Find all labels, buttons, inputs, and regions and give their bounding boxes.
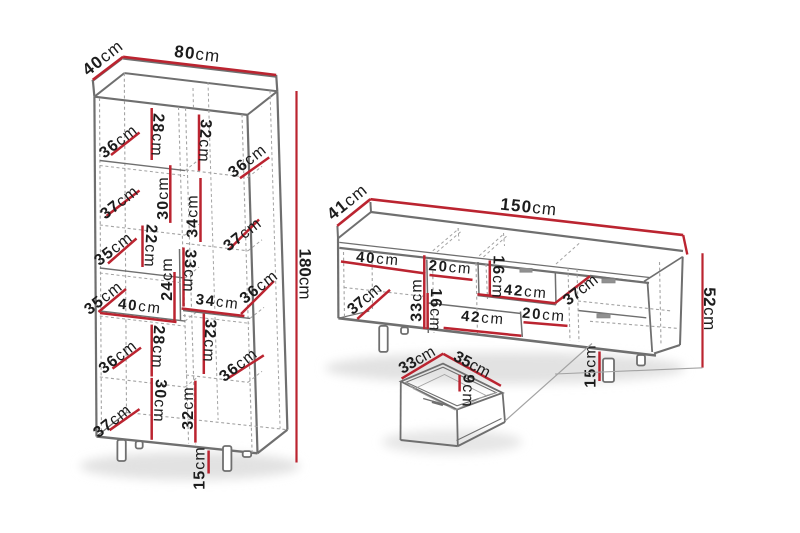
svg-text:42cm: 42cm bbox=[503, 281, 548, 302]
svg-text:180cm: 180cm bbox=[296, 248, 315, 299]
svg-text:30cm: 30cm bbox=[154, 176, 171, 220]
svg-text:42cm: 42cm bbox=[460, 307, 505, 328]
svg-text:32cm: 32cm bbox=[180, 386, 197, 430]
svg-text:32cm: 32cm bbox=[200, 319, 219, 363]
svg-text:33cm: 33cm bbox=[180, 249, 199, 293]
svg-text:32cm: 32cm bbox=[195, 119, 214, 163]
svg-text:34cm: 34cm bbox=[195, 290, 241, 312]
svg-text:20cm: 20cm bbox=[428, 257, 473, 278]
svg-text:9cm: 9cm bbox=[459, 374, 477, 408]
svg-text:33cm: 33cm bbox=[408, 278, 425, 322]
svg-text:34cm: 34cm bbox=[184, 194, 201, 238]
svg-text:28cm: 28cm bbox=[148, 113, 167, 157]
svg-text:16cm: 16cm bbox=[489, 255, 508, 299]
svg-text:24cm: 24cm bbox=[159, 257, 176, 301]
svg-text:28cm: 28cm bbox=[148, 325, 167, 369]
svg-text:52cm: 52cm bbox=[701, 287, 720, 331]
svg-text:80cm: 80cm bbox=[173, 41, 221, 65]
svg-text:40cm: 40cm bbox=[355, 248, 400, 269]
svg-text:40cm: 40cm bbox=[117, 295, 163, 317]
svg-text:20cm: 20cm bbox=[521, 304, 566, 325]
svg-text:22cm: 22cm bbox=[141, 224, 160, 268]
svg-text:30cm: 30cm bbox=[150, 379, 169, 423]
svg-text:150cm: 150cm bbox=[500, 194, 559, 219]
svg-text:16cm: 16cm bbox=[426, 288, 445, 332]
svg-text:15cm: 15cm bbox=[191, 446, 208, 490]
